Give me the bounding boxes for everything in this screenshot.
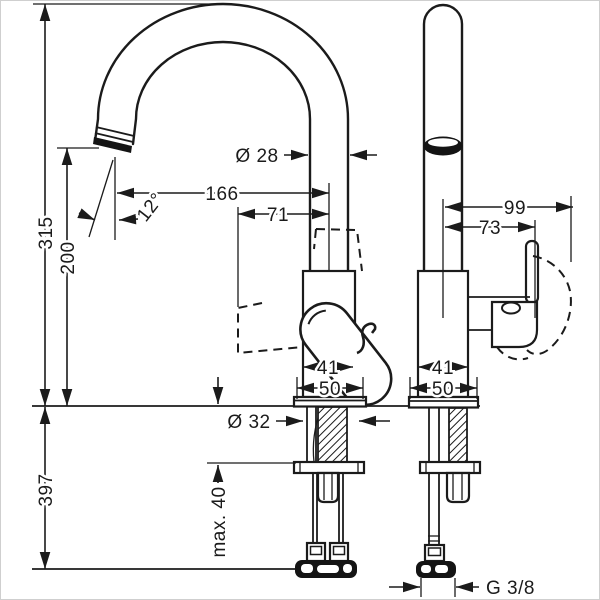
handle-swing-dashed-arc [496,346,529,361]
popup-rod-lever [356,322,377,355]
dim-spout-height-label: 200 [58,241,79,274]
threaded-shank-front [317,406,348,463]
foot-hole-3 [343,564,352,573]
foot-hole-2 [317,565,339,573]
dim-hole-diameter-label: Ø 32 [227,412,270,433]
spout-column-side [422,3,464,273]
dim-thread-label: G 3/8 [486,578,535,599]
underdeck-assembly-side [416,407,482,578]
handle-lever-side [524,239,540,305]
spout-aerator-band-1 [95,126,135,137]
handle-up-position-dashed-edge [313,228,317,250]
dim-handle-depth-label: 73 [479,218,501,239]
dim-body-width-front-label: 41 [317,358,339,379]
hose-connector-1-hole [309,545,323,556]
spout-outlet-highlight [428,138,458,147]
dim-base-depth-side-label: 50 [432,379,454,400]
handle-up-position-dashed [315,228,363,272]
spout-inner-arc [131,40,312,273]
dim-max-thickness-label: max. 40 [209,486,230,557]
threaded-shank-side [448,407,468,463]
dim-body-depth-side-label: 41 [432,358,454,379]
mounting-nut-front [316,471,340,504]
mounting-washer-front [292,460,366,475]
spout-tip-face [93,137,132,153]
dim-below-deck-label: 397 [36,473,57,506]
front-view [32,2,480,578]
base-plate-side [407,395,480,409]
foot-side-hole-2 [435,565,448,573]
handle-hub-side [490,300,539,349]
dim-spout-reach-label: 166 [205,184,238,205]
dim-total-height-label: 315 [36,216,57,249]
dim-base-width-front-label: 50 [319,379,341,400]
dim-pipe-diameter-label: Ø 28 [235,146,278,167]
mounting-nut-side [445,471,471,504]
handle-down-position-dashed [237,302,304,355]
mounting-washer-side [418,460,482,475]
dimensions-side-view: 99 73 41 50 G 3/8 [389,196,573,600]
dim-arrow-angle-right [118,213,139,225]
hose-connector-2-hole [332,545,346,556]
side-view [407,3,572,578]
spout-aerator-band-2 [94,132,134,143]
hose-connector-side-hole [427,547,442,557]
dim-stream-angle-label: 12° [133,189,168,226]
handle-hub-hole [501,301,521,315]
stream-angle-line [88,159,114,238]
dim-handle-swing-depth-label: 99 [504,198,526,219]
foot-hole-1 [301,564,313,573]
underdeck-assembly-front [292,406,366,578]
foot-side-hole-1 [421,565,431,573]
dim-handle-offset-label: 71 [267,205,289,226]
dim-arrow-angle-left [77,208,96,221]
handle-cap-inner-line [307,309,326,325]
